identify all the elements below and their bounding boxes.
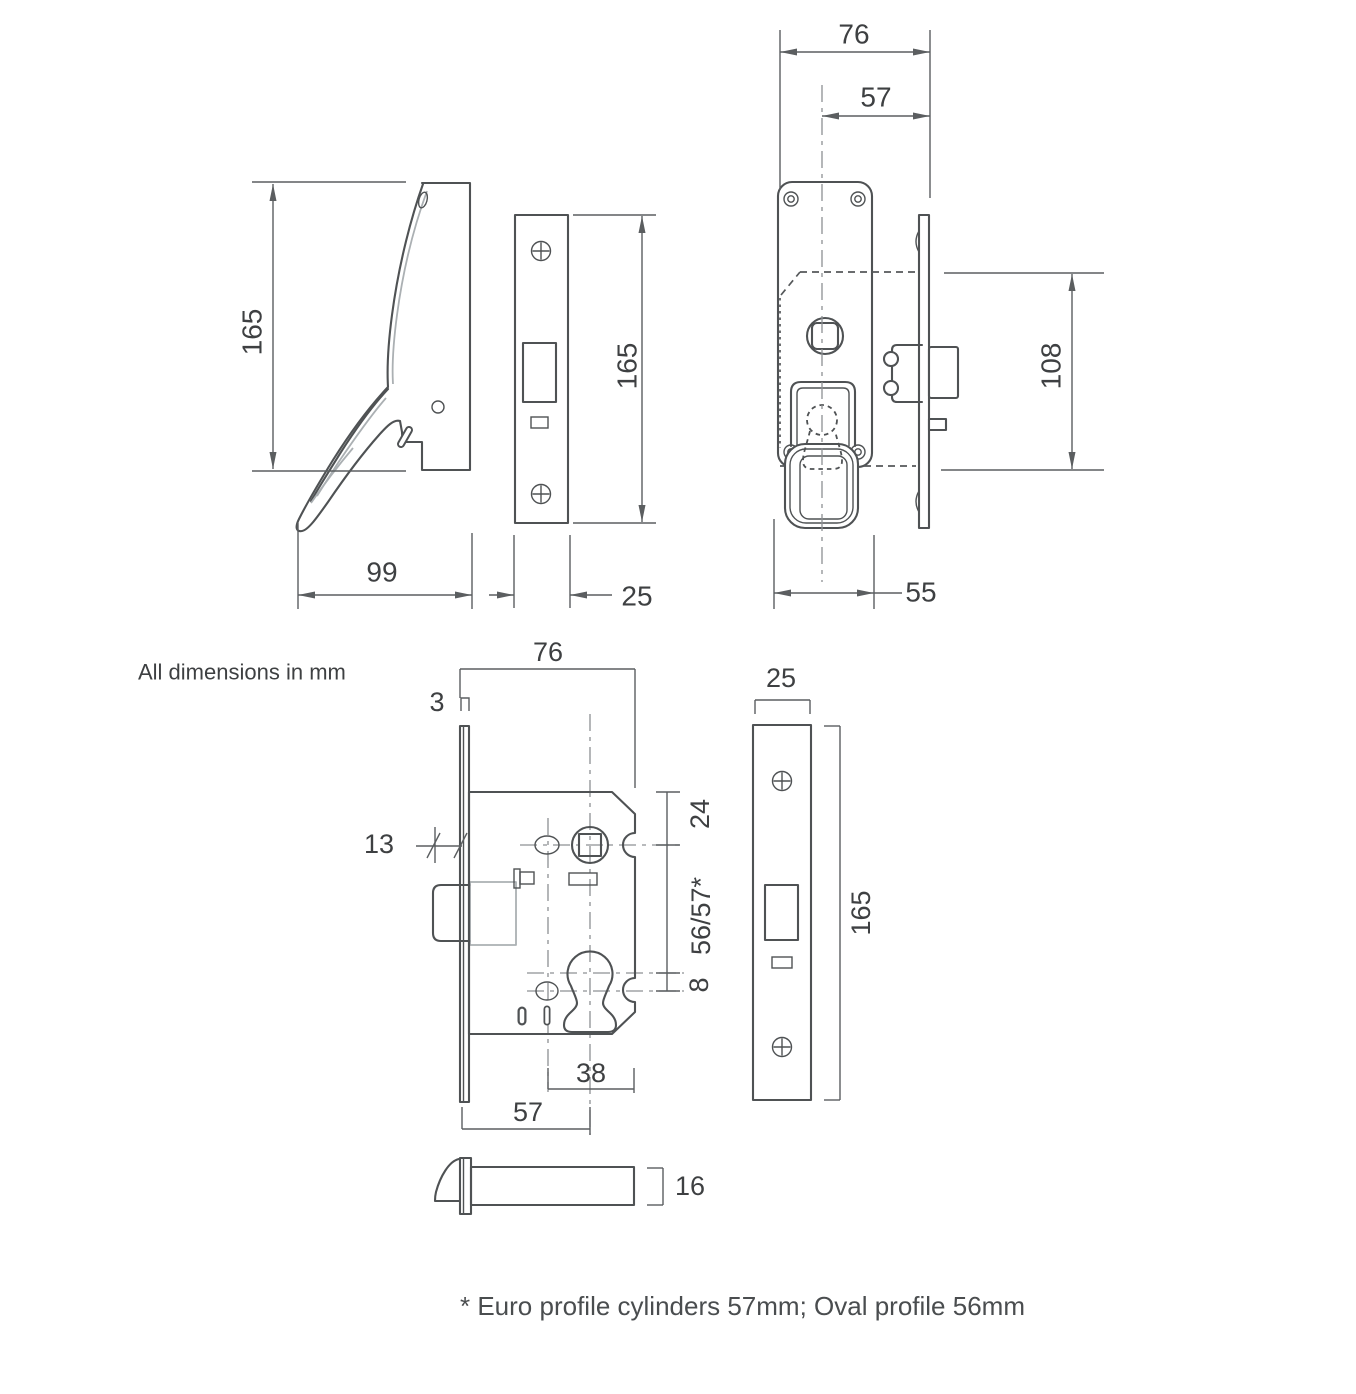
plate-thickness-bracket — [460, 697, 470, 711]
case-body — [469, 1165, 636, 1207]
dim-backset: 57 — [513, 1097, 543, 1127]
dim-front-overall-width: 76 — [838, 19, 869, 50]
forend-plate — [458, 724, 471, 1104]
dim-slash — [426, 832, 441, 859]
screw-bottom — [530, 483, 552, 505]
handle-backplate — [401, 181, 472, 472]
arrowhead-right — [455, 591, 472, 599]
forend-side-view — [915, 213, 931, 530]
arrowhead-right — [913, 112, 930, 120]
lever-thickness-line — [309, 387, 390, 503]
small-slots — [517, 1005, 551, 1026]
arrowhead-left — [822, 112, 839, 120]
latchbolt-side — [927, 345, 960, 400]
spindle-follower-hole — [570, 825, 610, 865]
arrowhead-down — [269, 452, 277, 469]
dim-faceplate-width: 25 — [621, 581, 652, 612]
dim-handle-height: 165 — [237, 309, 268, 356]
lever-slot-inner — [399, 428, 411, 446]
fixing-slot — [568, 872, 598, 886]
deadbolt-stub — [927, 417, 948, 432]
dim-front-backset: 57 — [860, 82, 891, 113]
snib-cutout — [771, 956, 793, 969]
spring-block — [519, 871, 535, 885]
screw-top — [530, 240, 552, 262]
backplate-outline — [776, 180, 874, 469]
dim-front-plate-width: 55 — [905, 577, 936, 608]
screw-top — [771, 770, 793, 792]
latch-mechanism-side — [882, 343, 960, 432]
spring-post — [513, 868, 521, 889]
latchbolt-body — [469, 881, 517, 946]
arrowhead-down — [1068, 452, 1076, 469]
dim-faceplate-detail-width: 25 — [766, 663, 796, 693]
dim-case-thickness: 16 — [675, 1171, 705, 1201]
dim-latch-projection: 13 — [364, 829, 394, 859]
dim-front-case-height: 108 — [1036, 343, 1067, 390]
arrowhead-right — [497, 591, 514, 599]
arrowhead-right — [857, 589, 874, 597]
paddle-lever-outline — [295, 182, 425, 533]
handle-top-screw-hole — [417, 191, 429, 209]
latchbolt-cutout — [521, 341, 558, 404]
arrowhead-up — [269, 184, 277, 201]
latchbolt-nose — [433, 1157, 461, 1203]
arrowhead-right — [913, 48, 930, 56]
faceplate-front-view: 165 25 — [489, 213, 656, 612]
case-outline — [467, 790, 637, 1036]
latchbolt-cutout — [763, 883, 800, 942]
handle-side-view: 165 99 — [237, 181, 473, 609]
dim-case-depth: 76 — [533, 637, 563, 667]
lock-case-side-view: 76 3 13 24 56/57* 8 38 57 — [364, 637, 716, 1135]
dim-handle-width: 99 — [366, 557, 397, 588]
dim-cylinder-offset: 8 — [684, 977, 714, 992]
lock-case-top-view: 16 — [433, 1156, 705, 1216]
snib-cutout — [530, 416, 549, 429]
paddle-inner-face-line — [391, 190, 428, 385]
lock-front-view: 76 57 108 55 — [773, 19, 1104, 609]
lever-tip-highlight — [310, 447, 354, 504]
arrowhead-left — [780, 48, 797, 56]
fixing-hole-lower — [535, 981, 559, 1001]
arrowhead-up — [638, 216, 646, 233]
handle-pivot-hole — [431, 400, 445, 414]
arrowhead-up — [1068, 274, 1076, 291]
forend-plate-top — [458, 1156, 473, 1216]
spindle-follower — [805, 316, 845, 356]
dim-spindle-to-cylinder: 56/57* — [686, 876, 716, 955]
hidden-case-chamfer — [780, 271, 801, 296]
arrowhead-down — [638, 505, 646, 522]
arrowhead-left — [298, 591, 315, 599]
euro-cylinder-cutout — [562, 950, 618, 1034]
units-note: All dimensions in mm — [138, 660, 346, 685]
dim-case-width: 38 — [576, 1058, 606, 1088]
fixing-hole-upper — [534, 835, 560, 855]
dim-top-to-spindle: 24 — [685, 799, 715, 829]
screw-bottom — [771, 1036, 793, 1058]
faceplate-outline — [513, 213, 570, 525]
arrowhead-left — [570, 591, 587, 599]
dim-slash — [453, 832, 468, 859]
arrowhead-left — [774, 589, 791, 597]
dim-faceplate-detail-height: 165 — [846, 890, 876, 935]
dim-plate-thickness: 3 — [429, 687, 444, 717]
dim-faceplate-height: 165 — [612, 343, 643, 390]
latchbolt-head — [431, 883, 472, 943]
faceplate-outline — [751, 723, 813, 1102]
cylinder-footnote: * Euro profile cylinders 57mm; Oval prof… — [460, 1291, 1025, 1321]
faceplate-detail-view: 25 165 — [751, 663, 876, 1102]
